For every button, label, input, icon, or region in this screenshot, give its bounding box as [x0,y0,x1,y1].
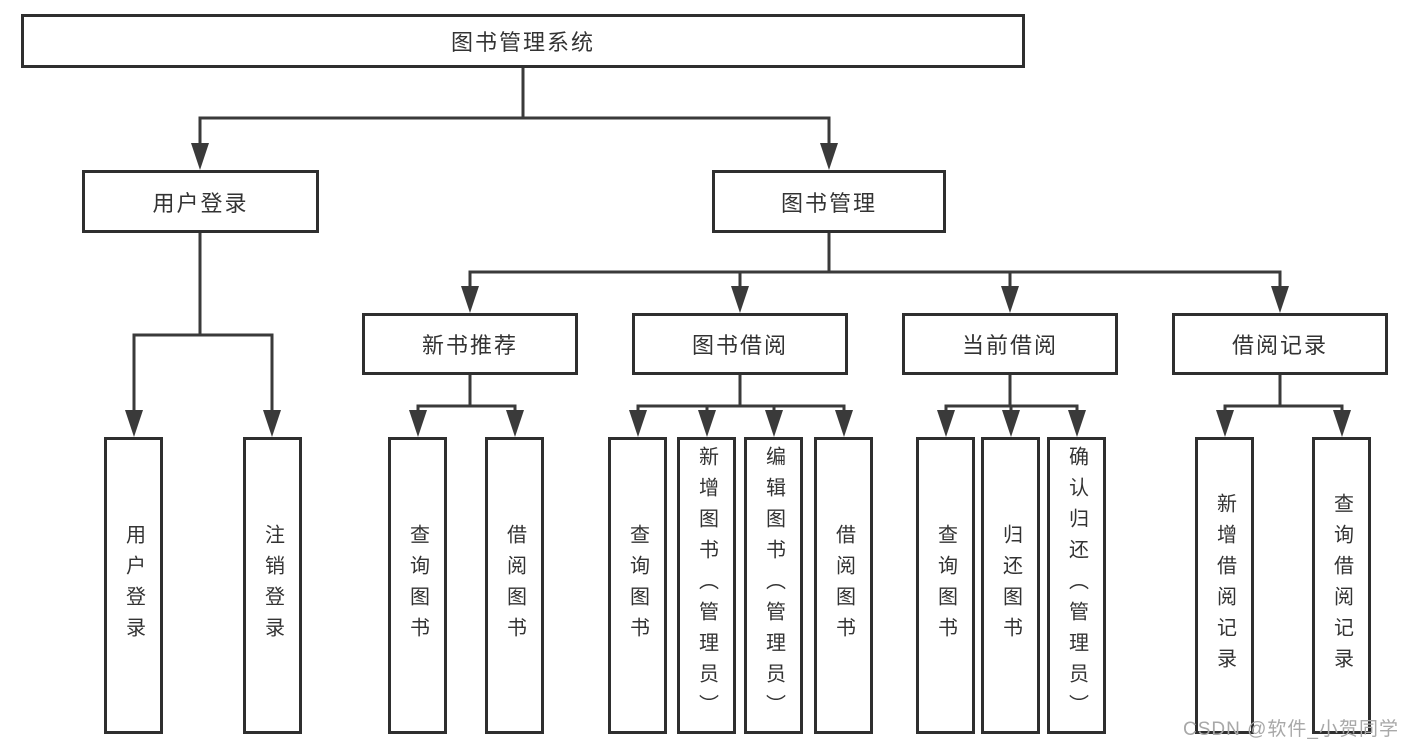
node-root: 图书管理系统 [21,14,1025,68]
node-book-management: 图书管理 [712,170,946,233]
leaf-query-books-recommend: 查询图书 [388,437,447,734]
arrowheads [125,143,1351,437]
leaf-edit-book-admin: 编辑图书（管理员） [744,437,803,734]
node-book-borrow: 图书借阅 [632,313,848,375]
node-current-borrow: 当前借阅 [902,313,1118,375]
node-borrow-records: 借阅记录 [1172,313,1388,375]
leaf-add-book-admin: 新增图书（管理员） [677,437,736,734]
leaf-borrow-books: 借阅图书 [814,437,873,734]
node-new-book-recommend: 新书推荐 [362,313,578,375]
leaf-confirm-return-admin: 确认归还（管理员） [1047,437,1106,734]
leaf-return-book: 归还图书 [981,437,1040,734]
leaf-add-borrow-record: 新增借阅记录 [1195,437,1254,734]
leaf-logout: 注销登录 [243,437,302,734]
leaf-query-books-borrow: 查询图书 [608,437,667,734]
leaf-borrow-books-recommend: 借阅图书 [485,437,544,734]
leaf-query-books-current: 查询图书 [916,437,975,734]
leaf-user-login: 用户登录 [104,437,163,734]
leaf-query-borrow-record: 查询借阅记录 [1312,437,1371,734]
node-user-login: 用户登录 [82,170,319,233]
watermark: CSDN @软件_小贺同学 [1183,719,1399,740]
